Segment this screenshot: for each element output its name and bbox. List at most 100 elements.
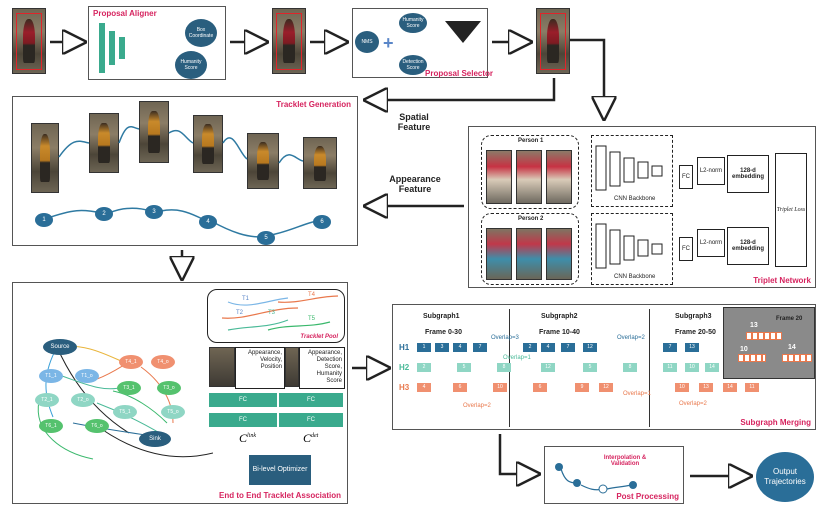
funnel-icon (445, 21, 481, 43)
embedding-bottom: 128-d embedding (727, 227, 769, 265)
tracklet-association-panel: End to End Tracklet Association Source S… (12, 282, 348, 504)
sink-node: Sink (139, 431, 171, 447)
merge-cell: 5 (583, 363, 597, 372)
t6-in-node: T6_1 (39, 419, 63, 433)
triplet-network-title: Triplet Network (753, 276, 811, 285)
tracklet-pool-label: Tracklet Pool (300, 334, 338, 340)
tracklet-frame-4 (193, 115, 223, 173)
merge-cell: 6 (533, 383, 547, 392)
merge-cell: 8 (623, 363, 637, 372)
row-h1: H1 (399, 343, 410, 352)
l2norm-bottom: L2-norm (697, 229, 725, 257)
c-link-label: Clink (239, 431, 257, 445)
person1-group: Person 1 (481, 135, 579, 209)
tracklet-node-4: 4 (199, 215, 217, 229)
merge-cell: 11 (745, 383, 759, 392)
appearance-feature-label: Appearance Feature (389, 174, 441, 194)
merge-cell: 10 (685, 363, 699, 372)
subgraph-merging-title: Subgraph Merging (740, 418, 811, 427)
t3-out-node: T3_o (157, 381, 181, 395)
link-feature-box: Appearance, Velocity, Position (235, 347, 285, 389)
proposal-aligner-panel: Proposal Aligner Box Coordinate Humanity… (88, 6, 226, 80)
selector-humanity-node: Humanity Score (399, 13, 427, 33)
tracklet-generation-panel: Tracklet Generation 1 2 3 4 5 6 (12, 96, 358, 246)
selector-detection-node: Detection Score (399, 55, 427, 75)
merge-cell: 2 (417, 363, 431, 372)
link-feature-photo (209, 347, 235, 387)
merge-cell: 7 (561, 343, 575, 352)
merge-cell: 4 (417, 383, 431, 392)
det-feature-photo (285, 347, 299, 387)
tracklet-node-3: 3 (145, 205, 163, 219)
merge-cell: 13 (699, 383, 713, 392)
fc-det-2: FC (279, 413, 343, 427)
fc-det-1: FC (279, 393, 343, 407)
triplet-network-panel: Triplet Network Person 1 Person 2 CNN Ba… (468, 126, 816, 288)
t5-in-node: T5_1 (113, 405, 137, 419)
merge-cell: 10 (493, 383, 507, 392)
post-processing-title: Post Processing (616, 492, 679, 501)
det-feature-box: Appearance, Detection Score, Humanity Sc… (299, 347, 345, 389)
plus-icon: + (383, 33, 394, 53)
fc-bottom: FC (679, 237, 693, 261)
merge-cell: 7 (473, 343, 487, 352)
t2-out-node: T2_o (71, 393, 95, 407)
merge-cell: 5 (457, 363, 471, 372)
tracklet-frame-6 (303, 137, 337, 189)
merge-cell: 12 (541, 363, 555, 372)
t2-in-node: T2_1 (35, 393, 59, 407)
tracklet-node-2: 2 (95, 207, 113, 221)
t1-in-node: T1_1 (39, 369, 63, 383)
nms-node: NMS (355, 31, 379, 53)
tracklet-association-title: End to End Tracklet Association (219, 491, 341, 500)
proposal-selector-title: Proposal Selector (425, 69, 494, 78)
tracklet-node-1: 1 (35, 213, 53, 227)
output-trajectories: Output Trajectories (756, 452, 814, 502)
tracklet-frame-5 (247, 133, 279, 189)
merge-cell: 4 (453, 343, 467, 352)
source-node: Source (43, 339, 77, 355)
cnn-backbone-top: CNN Backbone (591, 135, 673, 207)
embedding-top: 128-d embedding (727, 155, 769, 193)
aligned-frame (272, 8, 306, 74)
tracklet-generation-title: Tracklet Generation (276, 100, 351, 109)
t3-in-node: T3_1 (117, 381, 141, 395)
row-h2: H2 (399, 363, 410, 372)
merge-cell: 9 (575, 383, 589, 392)
merge-cell: 4 (541, 343, 555, 352)
aligner-network-icon (99, 23, 105, 73)
proposal-aligner-title: Proposal Aligner (93, 9, 157, 18)
bi-level-optimizer: Bi-level Optimizer (249, 455, 311, 485)
merge-cell: 14 (723, 383, 737, 392)
merge-cell: 1 (417, 343, 431, 352)
merge-cell: 14 (705, 363, 719, 372)
l2norm-top: L2-norm (697, 157, 725, 185)
humanity-score-node: Humanity Score (175, 51, 207, 79)
fc-link-1: FC (209, 393, 277, 407)
box-coordinate-node: Box Coordinate (185, 19, 217, 47)
tracklet-pool: T1 T2 T3 T4 T5 Tracklet Pool (207, 289, 345, 343)
merge-cell: 2 (523, 343, 537, 352)
proposal-selector-panel: NMS + Humanity Score Detection Score Pro… (352, 8, 493, 78)
tracklet-node-6: 6 (313, 215, 331, 229)
subgraph-merging-panel: Subgraph Merging Subgraph1 Frame 0-30 Su… (392, 304, 816, 430)
t4-out-node: T4_o (151, 355, 175, 369)
merge-cell: 8 (497, 363, 511, 372)
cnn-backbone-bottom: CNN Backbone (591, 213, 673, 285)
input-frame (12, 8, 46, 74)
spatial-feature-label: Spatial Feature (397, 112, 431, 132)
merge-cell: 10 (675, 383, 689, 392)
tracklet-frame-2 (89, 113, 119, 173)
merge-cell: 12 (599, 383, 613, 392)
selected-frame (536, 8, 570, 74)
tracklet-frame-3 (139, 101, 169, 163)
t5-out-node: T5_o (161, 405, 185, 419)
t1-out-node: T1_o (75, 369, 99, 383)
merge-cell: 13 (685, 343, 699, 352)
tracklet-frame-1 (31, 123, 59, 193)
merge-cell: 7 (663, 343, 677, 352)
triplet-loss-box: Triplet Loss (775, 153, 807, 267)
t6-out-node: T6_o (85, 419, 109, 433)
frame20-zoom: Frame 20 13 10 14 (723, 307, 815, 379)
